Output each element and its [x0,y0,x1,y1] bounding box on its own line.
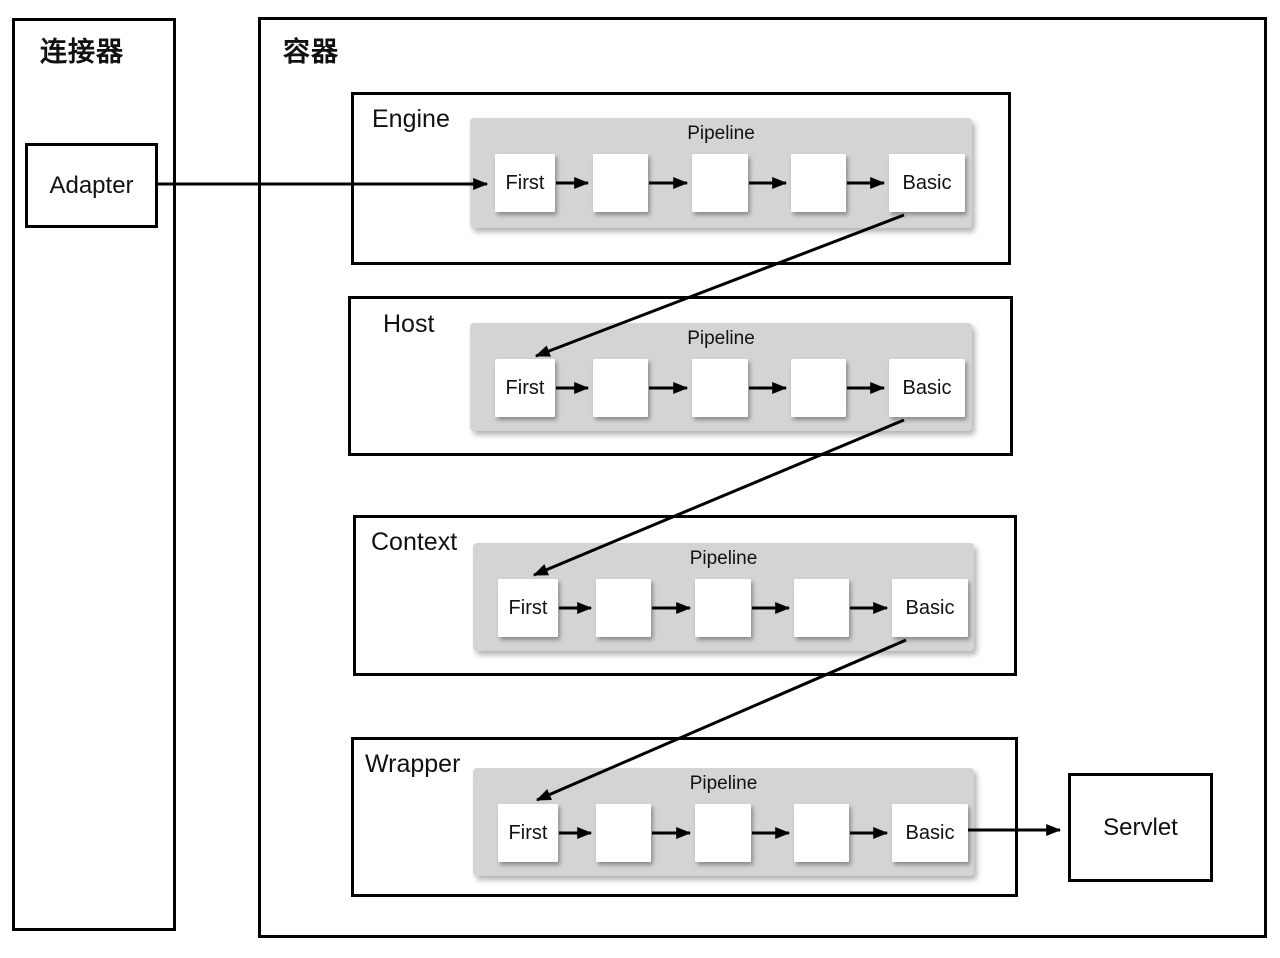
servlet-box: Servlet [1068,773,1213,882]
engine-label: Engine [372,105,450,133]
wrapper-pipeline-label: Pipeline [689,773,758,794]
host-valve-basic: Basic [889,359,965,417]
wrapper-valve-blank [695,804,751,862]
engine-valve-blank [593,154,648,212]
connector-label: 连接器 [40,37,124,67]
wrapper-valve-blank [596,804,651,862]
wrapper-valve-first: First [498,804,558,862]
host-label: Host [383,310,435,338]
context-pipeline: Pipeline First Basic [473,543,974,651]
wrapper-valve-blank [794,804,849,862]
engine-pipeline: Pipeline First Basic [470,118,972,228]
servlet-label: Servlet [1103,813,1178,841]
engine-valve-blank [791,154,846,212]
container-label: 容器 [283,37,339,67]
host-valve-blank [593,359,648,417]
engine-valve-blank [692,154,748,212]
host-pipeline-label: Pipeline [687,328,755,349]
host-valve-blank [692,359,748,417]
context-valve-basic: Basic [892,579,968,637]
engine-pipeline-label: Pipeline [687,123,755,144]
host-valve-first: First [495,359,555,417]
context-pipeline-label: Pipeline [689,548,758,569]
wrapper-pipeline: Pipeline First Basic [473,768,974,876]
context-valve-blank [596,579,651,637]
context-valve-blank [695,579,751,637]
engine-valve-first: First [495,154,555,212]
adapter-label: Adapter [49,171,134,199]
wrapper-label: Wrapper [365,750,461,778]
engine-valve-basic: Basic [889,154,965,212]
host-pipeline: Pipeline First Basic [470,323,972,431]
wrapper-valve-basic: Basic [892,804,968,862]
adapter-box: Adapter [25,143,158,228]
context-valve-blank [794,579,849,637]
context-label: Context [371,528,458,556]
context-valve-first: First [498,579,558,637]
host-valve-blank [791,359,846,417]
